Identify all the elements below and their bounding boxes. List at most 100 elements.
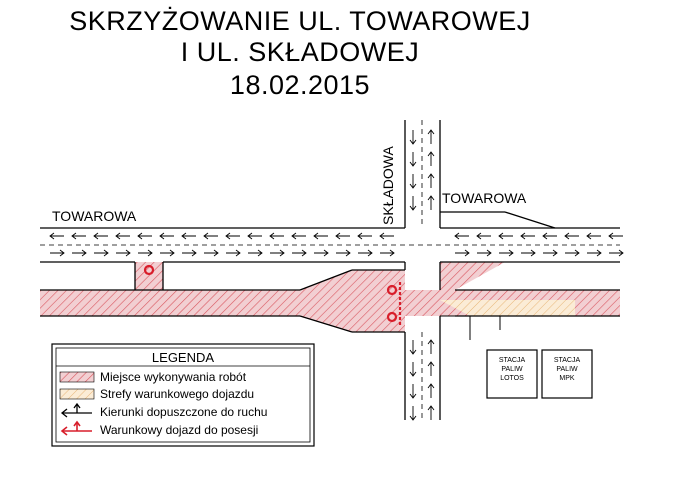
lane-arrow [409,152,417,167]
lane-arrow [116,249,131,257]
legend-title: LEGENDA [151,350,215,365]
lane-arrow [409,196,417,211]
lane-arrow [380,249,395,257]
lane-arrow [427,195,435,210]
lane-arrow [357,232,372,240]
lane-arrow [335,232,350,240]
lane-arrow [543,249,558,257]
lane-arrow [476,232,491,240]
legend-item-red-arrow: Warunkowy dojazd do posesji [100,423,259,437]
lane-arrow [204,249,219,257]
station-mpk [541,349,593,399]
marker-left [143,264,155,276]
title-line-3: 18.02.2015 [229,70,371,100]
lane-arrow [247,232,262,240]
lane-arrow [409,130,417,145]
marker-crossing-2 [386,311,398,323]
lane-arrow [314,249,329,257]
title-line-2: I UL. SKŁADOWEJ [180,37,420,67]
lane-arrow [409,340,417,355]
lane-arrow [313,232,328,240]
lane-arrow [203,232,218,240]
work-zones [40,262,620,332]
lane-arrow [499,249,514,257]
lane-arrow [427,151,435,166]
lane-arrow [409,406,417,421]
conditional-zone [440,300,575,316]
lane-arrow [94,249,109,257]
red-markers [143,264,402,326]
lane-arrow [291,232,306,240]
lane-arrow [427,173,435,188]
station-lotos-line2: PALIW [501,366,523,373]
lane-arrow [564,232,579,240]
road-lines [40,120,620,420]
station-lotos [486,349,538,399]
lane-arrow [248,249,263,257]
legend-item-work: Miejsce wykonywania robót [100,370,247,384]
lane-arrow [608,232,623,240]
lane-arrow [427,339,435,354]
lane-arrow [160,249,175,257]
station-mpk-line1: STACJA [553,357,581,364]
lane-arrow [586,232,601,240]
lane-arrow [427,361,435,376]
street-label-skladowa: SKŁADOWA [380,146,396,225]
lane-arrow [71,232,86,240]
lane-arrow [115,232,130,240]
lane-arrow [72,249,87,257]
lane-arrow [520,232,535,240]
lane-arrow [609,249,624,257]
legend-item-black-arrow: Kierunki dopuszczone do ruchu [100,405,268,419]
work-zone-crossing [300,270,405,332]
lane-arrow [409,362,417,377]
lane-arrow [159,232,174,240]
lane-arrow [542,232,557,240]
legend-swatch-conditional [59,388,95,400]
lane-arrow [565,249,580,257]
lane-arrow [50,249,65,257]
lane-arrow [477,249,492,257]
lane-arrow [270,249,285,257]
lane-arrow [226,249,241,257]
lane-arrow [292,249,307,257]
street-label-towarowa-left: TOWAROWA [52,208,137,224]
lane-arrow [427,383,435,398]
lane-arrow [409,174,417,189]
legend-red-arrow-icon [60,420,92,436]
station-mpk-line3: MPK [559,375,575,382]
marker-crossing-1 [386,284,398,296]
lane-arrow [521,249,536,257]
lane-arrow [181,232,196,240]
legend-item-conditional: Strefy warunkowego dojazdu [100,387,255,401]
lane-arrow [137,232,152,240]
station-lotos-line1: STACJA [498,357,526,364]
lane-arrow [498,232,513,240]
lane-arrow [409,384,417,399]
lane-arrow [587,249,602,257]
station-label-mpk: STACJA PALIW MPK [542,356,592,383]
traffic-arrows [49,129,624,421]
legend-black-arrow-icon [60,402,92,418]
lane-arrow [427,129,435,144]
lane-arrow [138,249,153,257]
work-zone-right-corner [440,262,505,290]
legend-box [51,343,315,447]
lane-arrow [336,249,351,257]
lane-arrow [454,232,469,240]
lane-arrow [93,232,108,240]
lane-arrow [379,232,394,240]
title-line-1: SKRZYŻOWANIE UL. TOWAROWEJ [69,6,531,36]
station-lotos-line3: LOTOS [500,375,524,382]
lane-arrow [455,249,470,257]
lane-arrow [49,232,64,240]
legend-swatch-work [59,371,95,383]
lane-arrow [427,405,435,420]
lane-arrow [182,249,197,257]
lane-arrow [269,232,284,240]
station-label-lotos: STACJA PALIW LOTOS [487,356,537,383]
lane-arrow [225,232,240,240]
lane-arrow [358,249,373,257]
station-mpk-line2: PALIW [556,366,578,373]
